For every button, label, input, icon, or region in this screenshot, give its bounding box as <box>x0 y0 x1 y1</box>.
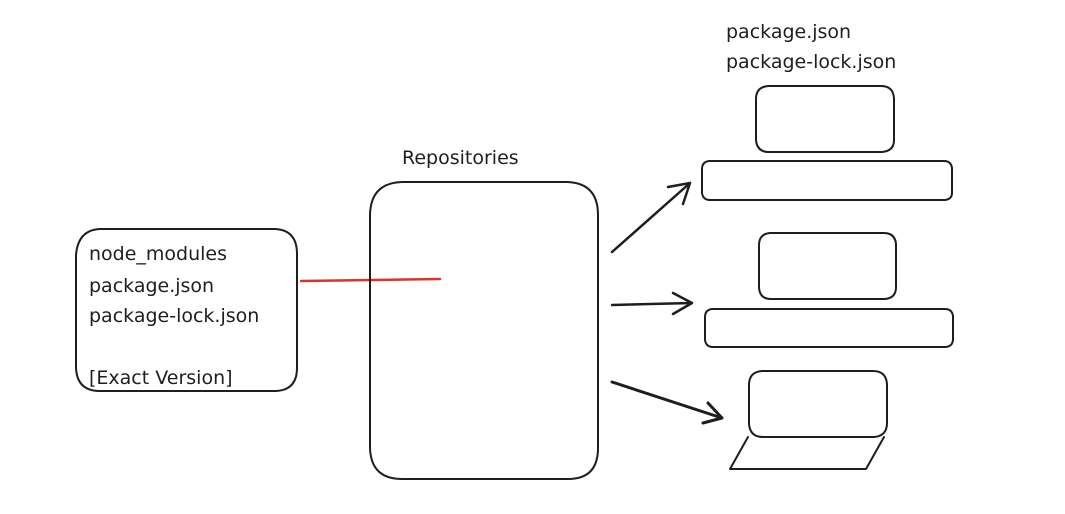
repository-box <box>369 181 599 480</box>
local-box-line-2: package.json <box>89 275 214 297</box>
desktop-2-monitor <box>758 232 897 300</box>
repository-label: Repositories <box>402 147 519 169</box>
desktop-1-monitor <box>755 85 895 153</box>
local-project-box: node_modules package.json package-lock.j… <box>75 228 298 392</box>
desktop-1-base <box>701 160 953 201</box>
repository-group: Repositories <box>369 147 599 480</box>
laptop-keyboard <box>729 436 885 470</box>
arrow-to-laptop <box>610 380 724 425</box>
desktop-client-2 <box>704 232 954 348</box>
local-box-line-5: [Exact Version] <box>89 367 233 389</box>
clients-label-line-1: package.json <box>726 21 851 43</box>
local-box-line-1: node_modules <box>89 243 227 265</box>
desktop-client-1 <box>701 85 953 201</box>
arrow-to-desktop-2 <box>610 291 694 316</box>
arrow-to-desktop-1 <box>610 181 692 254</box>
desktop-2-base <box>704 308 954 348</box>
arrows <box>610 181 724 425</box>
laptop-screen <box>748 370 888 438</box>
local-box-line-3: package-lock.json <box>89 305 259 327</box>
clients-label-line-2: package-lock.json <box>726 51 896 73</box>
laptop-client <box>729 370 888 470</box>
